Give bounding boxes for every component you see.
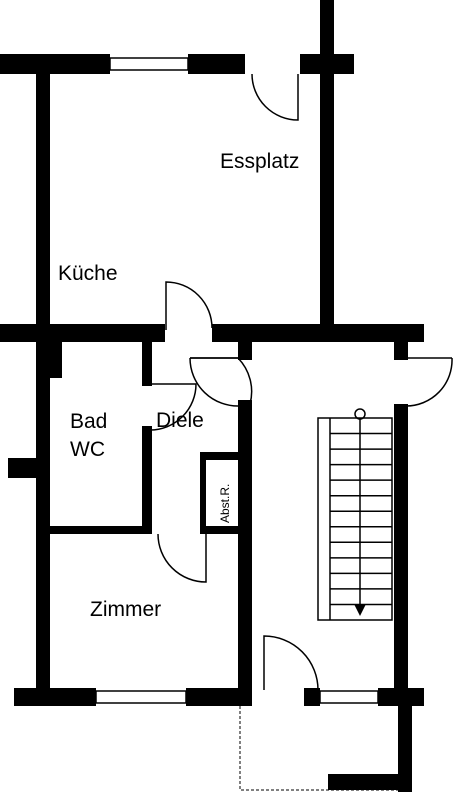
door-essplatz bbox=[251, 73, 299, 121]
window-bottom-zimmer bbox=[95, 690, 187, 704]
stair-treads bbox=[330, 432, 392, 606]
wall-middle-left bbox=[0, 324, 165, 342]
wall-bottom-middle bbox=[186, 688, 252, 706]
wall-bad-diele bbox=[142, 342, 152, 386]
label-zimmer: Zimmer bbox=[90, 598, 161, 621]
label-wc: WC bbox=[70, 438, 105, 461]
wall-outside-horizontal bbox=[328, 774, 412, 790]
window-bottom-stair bbox=[319, 690, 379, 704]
wall-top-left bbox=[0, 54, 110, 74]
door-stair-left bbox=[190, 357, 253, 405]
wall-stub-outer bbox=[8, 458, 40, 478]
door-zimmer bbox=[157, 533, 207, 583]
label-essplatz: Essplatz bbox=[220, 150, 299, 173]
door-kueche bbox=[165, 281, 213, 330]
wall-bottom-right-a bbox=[304, 688, 320, 706]
wall-stub-upper bbox=[40, 342, 62, 378]
doors bbox=[149, 73, 453, 691]
wall-bottom-left bbox=[14, 688, 96, 706]
wall-stair-right bbox=[394, 404, 408, 694]
label-diele: Diele bbox=[156, 409, 204, 432]
wall-outside-vertical bbox=[398, 706, 412, 792]
label-abstellraum: Abst.R. bbox=[218, 484, 232, 523]
door-stair-left-arc bbox=[189, 357, 241, 407]
wall-top-middle bbox=[188, 54, 245, 74]
windows bbox=[95, 57, 379, 704]
door-entrance bbox=[263, 635, 319, 691]
labels: Essplatz Küche Bad WC Diele Abst.R. Zimm… bbox=[58, 150, 299, 621]
wall-stair-right-top bbox=[394, 340, 408, 360]
wall-bad-diele-lower bbox=[142, 426, 152, 534]
label-kueche: Küche bbox=[58, 262, 118, 285]
wall-bottom-right-b bbox=[378, 688, 424, 706]
stair-direction-arrow bbox=[354, 604, 366, 616]
wall-abst-bottom bbox=[200, 526, 238, 534]
wall-stair-left-top bbox=[238, 340, 252, 360]
door-stair-right-arc bbox=[405, 357, 453, 407]
window-top bbox=[109, 57, 189, 71]
walls bbox=[0, 0, 424, 792]
wall-abst-left bbox=[200, 452, 206, 534]
wall-stair-left bbox=[238, 400, 252, 695]
wall-bad-bottom bbox=[50, 526, 152, 534]
label-bad: Bad bbox=[70, 410, 107, 433]
wall-abst-top bbox=[200, 452, 238, 460]
staircase bbox=[317, 408, 393, 621]
stair-outline bbox=[317, 417, 393, 621]
outside-landing-outline bbox=[239, 706, 398, 791]
wall-middle-right bbox=[212, 324, 424, 342]
door-bad bbox=[149, 383, 197, 431]
wall-right-upper bbox=[320, 0, 334, 330]
